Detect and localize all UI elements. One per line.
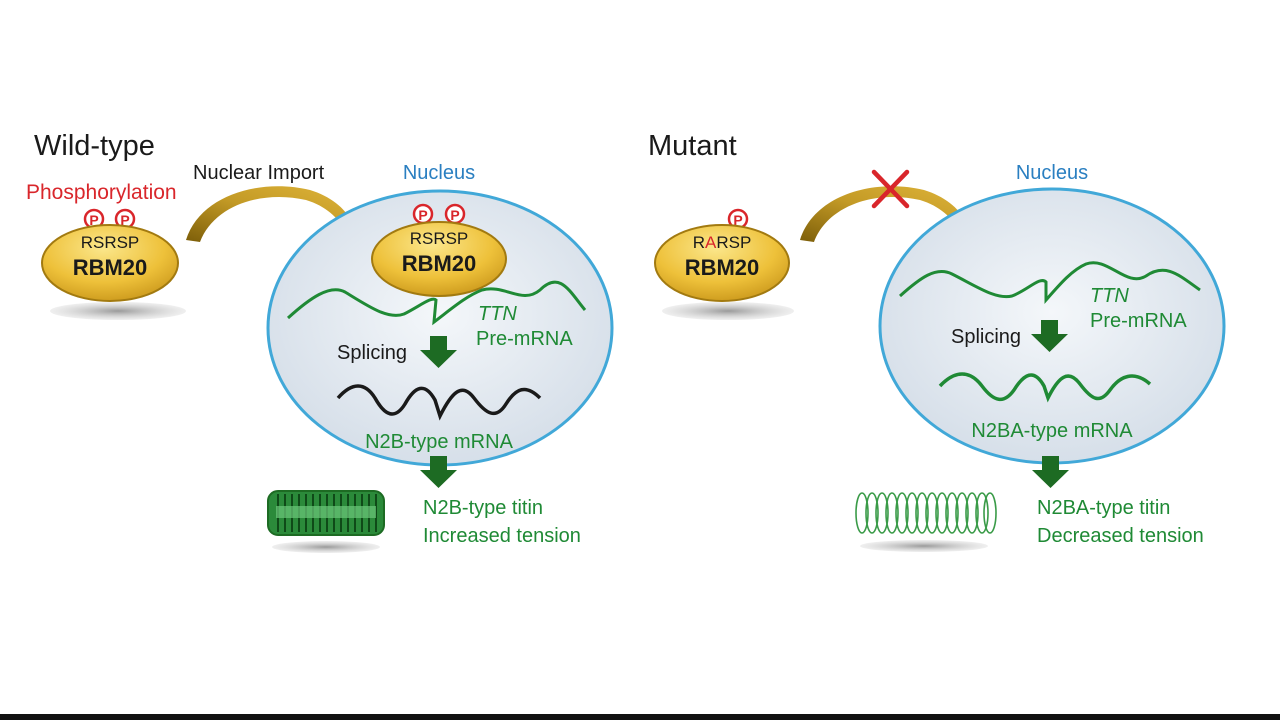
phospho-mark-text: P	[418, 207, 427, 223]
protein-name: RBM20	[685, 255, 760, 280]
titin-coil	[855, 492, 997, 552]
nuclear-protein-motif: RSRSP	[410, 229, 469, 248]
phospho-mark: P	[444, 203, 466, 225]
mrna-strand	[938, 372, 1152, 403]
bottom-border	[0, 714, 1280, 720]
titin-coil	[267, 490, 385, 553]
phospho-mark: P	[83, 208, 105, 230]
down-arrow-icon	[1032, 456, 1069, 488]
down-arrow-icon	[420, 336, 457, 368]
curved-arrow-icon	[186, 186, 364, 244]
premrna-gene: TTN	[478, 303, 517, 325]
rbm20-protein	[41, 224, 179, 302]
titin-label: N2BA-type titin	[1037, 497, 1170, 519]
nuclear-rbm20-protein	[371, 221, 507, 297]
mrna-label: N2BA-type mRNA	[971, 420, 1133, 442]
protein-shadow	[50, 302, 186, 320]
mrna-label: N2B-type mRNA	[365, 431, 513, 453]
motif-part-2: RSP	[716, 233, 751, 252]
wildtype-title: Wild-type	[34, 130, 155, 162]
wildtype-panel: Wild-type Phosphorylation P P RSRSP RBM2…	[26, 130, 614, 553]
titin-label: N2B-type titin	[423, 497, 543, 519]
protein-name: RBM20	[73, 255, 148, 280]
splicing-label: Splicing	[337, 342, 407, 364]
curved-arrow-icon	[800, 186, 978, 244]
premrna-strand	[286, 280, 587, 326]
motif-mutated-residue: A	[705, 233, 717, 252]
mutant-panel: Mutant P RARSP RBM20 Nucleus TTN Pre-mRN…	[648, 130, 1226, 552]
tension-label: Increased tension	[423, 525, 581, 547]
down-arrow-icon	[420, 456, 457, 488]
phospho-mark-text: P	[89, 212, 98, 228]
nucleus-label: Nucleus	[1016, 162, 1088, 184]
tension-label: Decreased tension	[1037, 525, 1204, 547]
phospho-mark-text: P	[733, 212, 742, 228]
premrna-strand	[898, 261, 1201, 304]
splicing-label: Splicing	[951, 326, 1021, 348]
phosphorylation-label: Phosphorylation	[26, 181, 177, 204]
phospho-mark: P	[412, 203, 434, 225]
mrna-strand	[336, 384, 542, 421]
protein-shadow	[662, 302, 794, 320]
protein-motif: RSRSP	[81, 233, 140, 252]
premrna-gene: TTN	[1090, 285, 1129, 307]
rbm20-protein	[654, 224, 790, 302]
nuclear-protein-name: RBM20	[402, 251, 477, 276]
cross-mark-icon	[871, 169, 910, 209]
nucleus-label: Nucleus	[403, 162, 475, 184]
down-arrow-icon	[1031, 320, 1068, 352]
mutant-protein-motif: RARSP	[693, 233, 752, 252]
motif-part-1: R	[693, 233, 705, 252]
phospho-mark-text: P	[450, 207, 459, 223]
phospho-mark-text: P	[120, 212, 129, 228]
nuclear-import-label: Nuclear Import	[193, 162, 325, 184]
premrna-label: Pre-mRNA	[1090, 310, 1187, 332]
mutant-title: Mutant	[648, 130, 737, 162]
premrna-label: Pre-mRNA	[476, 328, 573, 350]
